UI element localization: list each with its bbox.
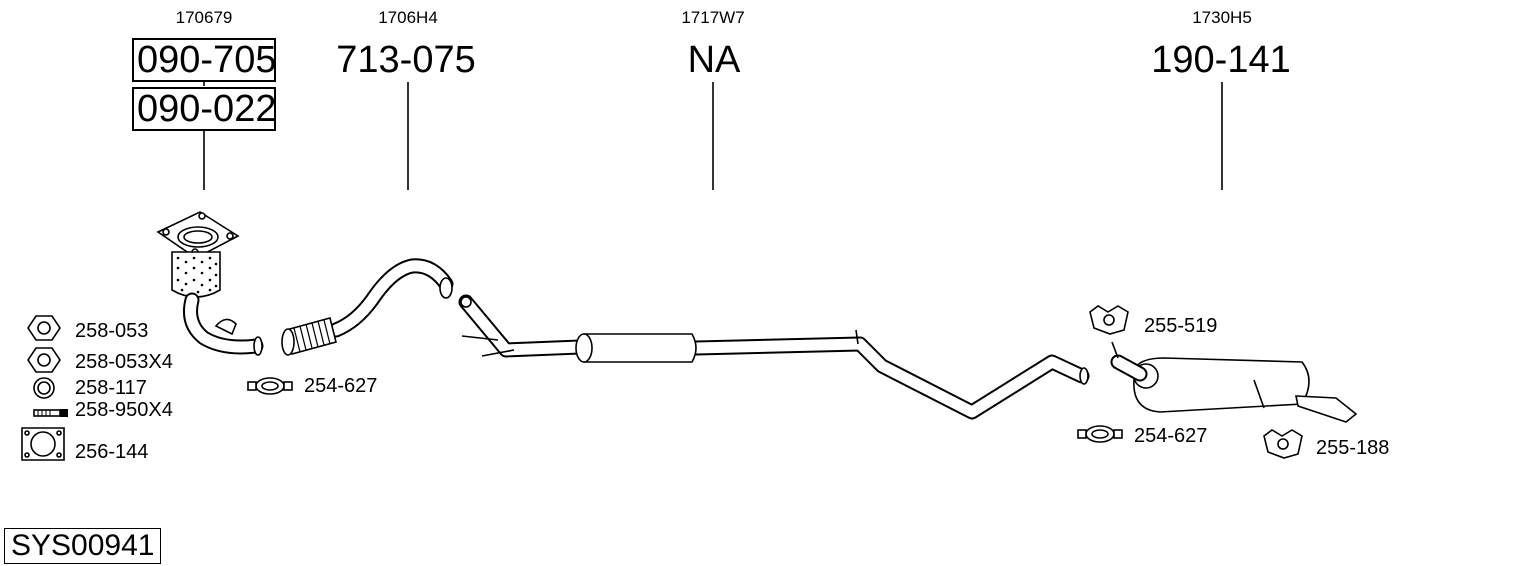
catalytic-converter[interactable] (156, 211, 264, 356)
oe-number-part1: 170679 (175, 8, 233, 27)
sealing-ring-icon (33, 377, 55, 399)
centre-pipe[interactable] (458, 294, 1090, 420)
accessory-label-clamp-front[interactable]: 254-627 (304, 375, 378, 397)
accessory-label-bolt-x4[interactable]: 258-950X4 (75, 399, 173, 421)
part-number-catalyst-alternative[interactable]: 090-022 (132, 87, 276, 131)
accessory-label-hanger-top[interactable]: 255-519 (1144, 315, 1218, 337)
hanger-rear-icon (1263, 429, 1303, 459)
part-number-front-pipe[interactable]: 713-075 (336, 39, 476, 81)
oe-number-part3: 1717W7 (681, 8, 745, 27)
accessory-label-hanger-rear[interactable]: 255-188 (1316, 437, 1390, 459)
accessory-label-nut[interactable]: 258-053 (75, 320, 149, 342)
front-pipe[interactable] (281, 258, 454, 356)
rear-silencer[interactable] (1110, 341, 1358, 423)
system-id: SYS00941 (4, 528, 162, 564)
clamp-front-icon (247, 377, 293, 395)
part-number-catalyst-primary[interactable]: 090-705 (132, 38, 276, 82)
oe-number-part2: 1706H4 (378, 8, 438, 27)
hanger-top-icon (1089, 305, 1129, 335)
oe-number-part4: 1730H5 (1192, 8, 1252, 27)
part-number-rear-silencer[interactable]: 190-141 (1151, 39, 1291, 81)
bolt-icon (33, 409, 68, 417)
accessory-label-nut-x4[interactable]: 258-053X4 (75, 351, 173, 373)
clamp-rear-icon (1077, 425, 1123, 443)
gasket-icon (21, 427, 65, 461)
accessory-label-clamp-rear[interactable]: 254-627 (1134, 425, 1208, 447)
hex-nut-x4-icon (27, 347, 61, 373)
accessory-label-gasket[interactable]: 256-144 (75, 441, 149, 463)
hex-nut-icon (27, 315, 61, 341)
accessory-label-ring[interactable]: 258-117 (75, 377, 147, 399)
part-number-centre-pipe[interactable]: NA (687, 39, 741, 81)
